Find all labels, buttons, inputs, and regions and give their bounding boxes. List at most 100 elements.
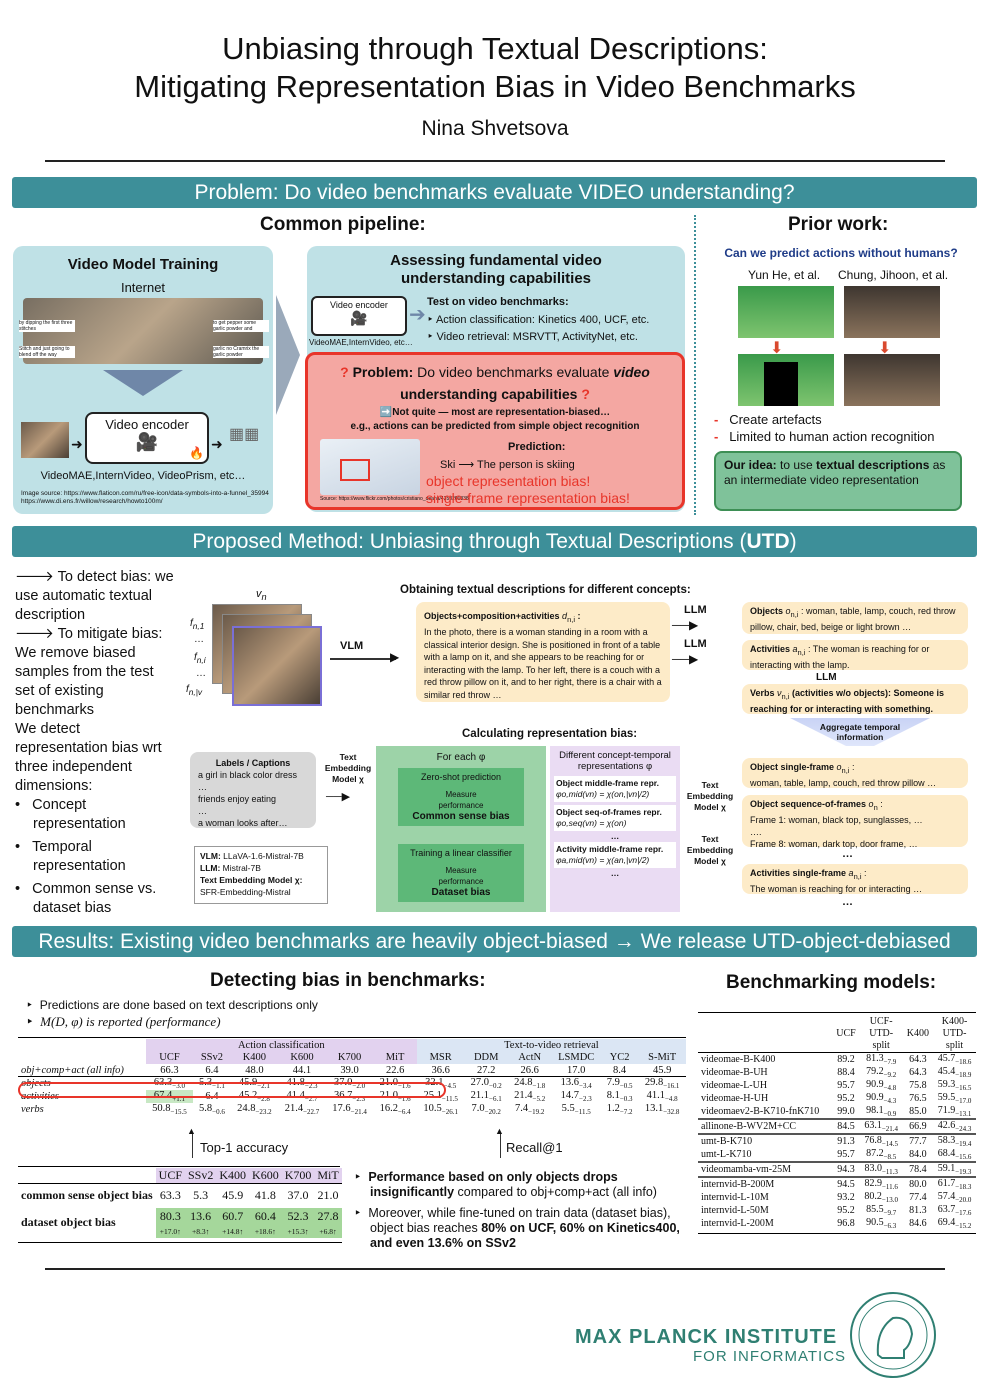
caption: garlic no Cramrix the garlic powder: [213, 346, 269, 358]
column-header: K400: [230, 1051, 279, 1064]
table-cell: +8.3↑: [185, 1225, 217, 1238]
video-thumbnail: [21, 422, 69, 458]
table-cell: 21.0−1.6: [379, 1090, 411, 1104]
video-label: vn: [256, 588, 267, 603]
table-cell: 95.7: [837, 1149, 855, 1160]
arrow-line: [330, 658, 396, 660]
example: e.g., actions can be predicted from simp…: [350, 421, 640, 432]
table-cell: 80.3: [155, 1207, 185, 1226]
author-label: Chung, Jihoon, et al.: [838, 268, 949, 282]
table-cell: 90.5−6.3: [866, 1217, 897, 1230]
model-name: videomamba-vm-25M: [701, 1164, 791, 1175]
video-frame: [232, 626, 322, 706]
table-cell: 5.8−0.6: [199, 1103, 225, 1117]
detect-bullet: ‣ Predictions are done based on text des…: [26, 998, 318, 1012]
row-label: common sense object bias: [21, 1188, 153, 1203]
up-arrow-icon: ▲: [495, 1126, 504, 1136]
video-encoder-box: Video encoder 🎥: [311, 296, 407, 336]
table-cell: 77.4: [909, 1192, 927, 1203]
column-header: ActN: [507, 1051, 552, 1064]
table-cell: 85.5−9.7: [866, 1204, 897, 1217]
arrow-icon: ──▶: [672, 652, 699, 666]
table-cell: 36.6: [431, 1064, 450, 1076]
calc-title: Calculating representation bias:: [462, 728, 638, 740]
prediction-text: Ski ⟶ The person is skiing: [440, 459, 575, 471]
table-cell: 6.4: [205, 1064, 219, 1076]
column-header: S-MiT: [638, 1051, 686, 1064]
table-cell: 84.6: [909, 1218, 927, 1229]
column-header: MiT: [314, 1168, 342, 1184]
up-arrow-icon: ▲: [187, 1126, 196, 1136]
model-name: umt-L-K710: [701, 1149, 752, 1160]
bias-label: object representation bias!: [426, 473, 591, 489]
model-list: VideoMAE,InternVideo, etc…: [309, 338, 413, 347]
table-cell: +6.8↑: [314, 1225, 342, 1238]
table-cell: 85.0: [909, 1106, 927, 1117]
not-quite: ➡️Not quite — most are representation-bi…: [379, 407, 611, 418]
table-cell: 95.2: [837, 1093, 855, 1104]
table-cell: 5.5−11.5: [561, 1103, 591, 1117]
table-cell: 75.8: [909, 1080, 927, 1091]
table-cell: +15.3↑: [281, 1225, 315, 1238]
model-name: videomae-B-K400: [701, 1054, 776, 1065]
activities-single-frame-box: Activities single-frame an,i :The woman …: [742, 864, 968, 894]
poster-title: Unbiasing through Textual Descriptions:M…: [134, 31, 856, 104]
column-header: SSv2: [185, 1168, 217, 1184]
table-cell: 39.0: [340, 1064, 359, 1076]
row-label: dataset object bias: [21, 1215, 116, 1230]
table-cell: 14.7−2.3: [560, 1090, 592, 1104]
chevron-right-icon: [276, 295, 300, 415]
objects-highlight: [18, 1082, 446, 1098]
table-cell: 96.8: [837, 1218, 855, 1229]
model-name: internvid-L-50M: [701, 1205, 769, 1216]
table-cell: 25.1−11.5: [423, 1090, 458, 1104]
table-cell: 66.3: [160, 1064, 179, 1076]
model-name: videomae-H-UH: [701, 1093, 769, 1104]
column-header: LSMDC: [551, 1051, 601, 1064]
finding: ‣ Performance based on only objects drop…: [354, 1170, 680, 1250]
table-cell: 94.3: [837, 1164, 855, 1175]
column-header: UCF: [155, 1168, 185, 1184]
table-cell: 41.1−4.8: [646, 1090, 678, 1104]
divider: [45, 160, 945, 162]
column-header: K400-UTD-split: [941, 1016, 968, 1051]
table-cell: 79.2−9.2: [866, 1066, 897, 1079]
feature-grid-icon: ▦▦: [229, 426, 260, 443]
table-cell: 27.2: [477, 1064, 496, 1076]
column-header: MSR: [416, 1051, 465, 1064]
encoder-label: Video encoder: [105, 417, 189, 432]
group-header: Action classification: [145, 1039, 417, 1052]
idea-box: Our idea: to use textual descriptions as…: [714, 451, 962, 511]
llm-label: LLM: [684, 604, 707, 616]
column-header: UCF: [145, 1051, 194, 1064]
column-header: K700: [281, 1168, 315, 1184]
obtain-title: Obtaining textual descriptions for diffe…: [400, 584, 691, 596]
caption: Stitch and just going to blend off the w…: [19, 346, 75, 358]
table-cell: 45.4−18.9: [937, 1066, 972, 1079]
table-cell: 90.9−4.8: [866, 1079, 897, 1092]
table-cell: 17.0: [567, 1064, 586, 1076]
table-cell: 16.2−6.4: [379, 1103, 411, 1117]
table-cell: 26.6: [520, 1064, 539, 1076]
table-cell: 48.0: [245, 1064, 264, 1076]
table-rule: [698, 1012, 976, 1013]
table-cell: 37.0: [287, 1188, 309, 1203]
table-cell: 60.7: [216, 1207, 250, 1226]
column-header: DDM: [464, 1051, 508, 1064]
frame-label: fn,i: [194, 652, 206, 665]
table-cell: 27.8: [314, 1207, 342, 1226]
recall-label: Recall@1: [506, 1140, 563, 1155]
